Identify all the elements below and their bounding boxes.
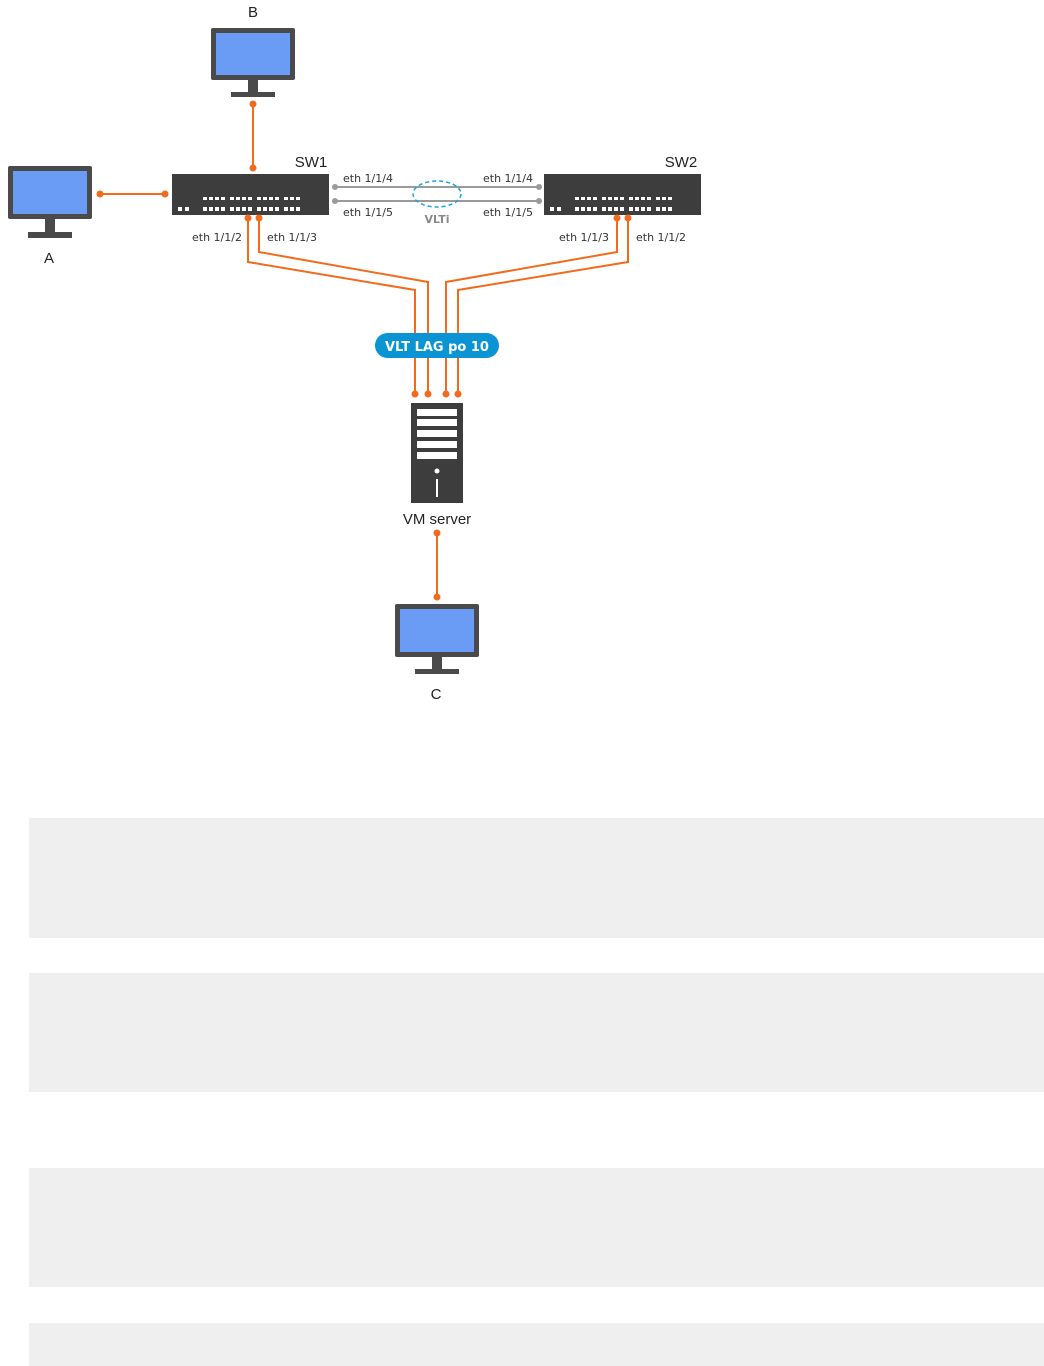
link-sw1-lag-2 <box>258 218 429 393</box>
sw1-port-vlti-top: eth 1/1/4 <box>343 172 393 185</box>
sw2-port-vlti-top: eth 1/1/4 <box>483 172 533 185</box>
link-endpoints <box>96 100 632 601</box>
sw2-port-lag-left: eth 1/1/3 <box>559 231 609 244</box>
switch-sw1: SW1 <box>172 154 329 215</box>
vm-server-label: VM server <box>403 511 471 528</box>
pc-b: B <box>211 4 295 97</box>
pc-c: C <box>395 604 479 703</box>
pc-a-label: A <box>44 250 54 267</box>
pc-b-label: B <box>248 4 258 21</box>
code-block <box>29 1168 1044 1287</box>
vlt-lag-badge-label: VLT LAG po 10 <box>385 340 489 355</box>
code-block <box>29 973 1044 1092</box>
vlti-label: VLTi <box>425 213 450 226</box>
vm-server: VM server <box>403 403 471 528</box>
sw1-label: SW1 <box>295 154 328 171</box>
vlti-links <box>332 184 542 204</box>
code-block <box>29 1323 1044 1366</box>
sw1-port-lag-left: eth 1/1/2 <box>192 231 242 244</box>
vlti-ellipse <box>412 180 462 208</box>
pc-a: A <box>8 166 92 267</box>
sw2-label: SW2 <box>665 154 698 171</box>
link-sw2-lag-2 <box>457 218 629 393</box>
sw2-port-vlti-bottom: eth 1/1/5 <box>483 206 533 219</box>
pc-c-label: C <box>431 686 442 703</box>
sw2-port-lag-right: eth 1/1/2 <box>636 231 686 244</box>
code-block <box>29 818 1044 938</box>
link-sw1-lag-1 <box>247 218 416 393</box>
vlt-lag-badge: VLT LAG po 10 <box>375 333 499 358</box>
sw1-port-vlti-bottom: eth 1/1/5 <box>343 206 393 219</box>
sw1-port-lag-right: eth 1/1/3 <box>267 231 317 244</box>
network-diagram: B A SW1 <box>8 4 701 703</box>
switch-sw2: SW2 <box>544 154 701 215</box>
link-sw2-lag-1 <box>445 218 618 393</box>
